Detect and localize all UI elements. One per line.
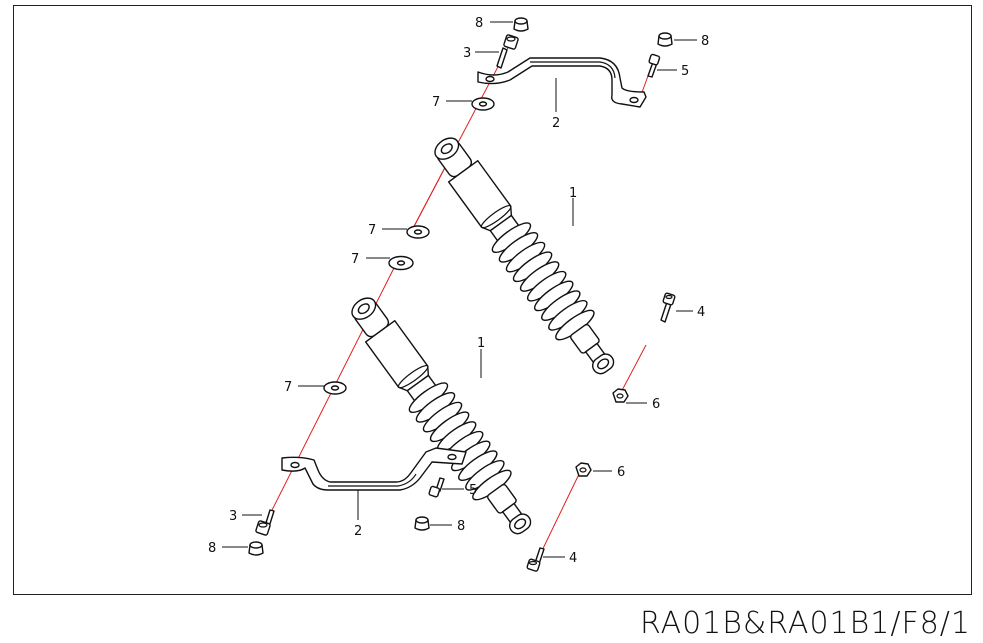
bolt-3-lower [255, 509, 275, 536]
nut-6-upper [612, 388, 629, 403]
callout-nut6-upper: 6 [652, 397, 660, 412]
callout-bolt3-lower: 3 [229, 509, 237, 524]
callout-cap8-top: 8 [475, 16, 483, 31]
bolt-4-upper [660, 292, 676, 323]
leader-lines [222, 21, 697, 558]
callout-bolt3-upper: 3 [463, 46, 471, 61]
washers-7 [323, 97, 495, 395]
callout-bolt4-upper: 4 [697, 305, 705, 320]
bolt-4-lower [526, 547, 545, 572]
callout-washer7-b: 7 [368, 223, 376, 238]
bolt-3-upper [496, 34, 519, 69]
bracket-upper [477, 57, 647, 108]
callout-bracket-upper: 2 [552, 116, 560, 131]
nut-6-lower [575, 462, 592, 477]
callout-cap8-mid: 8 [457, 519, 465, 534]
callout-bolt5-lower: 5 [469, 483, 477, 498]
caps-8 [248, 17, 673, 556]
bolt-5-lower [428, 477, 445, 498]
callout-bracket-lower: 2 [354, 524, 362, 539]
callout-washer7-d: 7 [284, 380, 292, 395]
callout-cap8-bottom: 8 [208, 541, 216, 556]
callout-labels: 8 3 8 5 2 7 1 7 7 4 1 7 6 6 5 2 8 3 8 4 [208, 16, 709, 566]
drawing-frame [13, 5, 972, 595]
callout-washer7-a: 7 [432, 95, 440, 110]
bolt-5-upper [647, 53, 661, 78]
bracket-lower [281, 447, 467, 491]
callout-shock-lower: 1 [477, 336, 485, 351]
callout-shock-upper: 1 [569, 186, 577, 201]
shock-absorber-lower [351, 297, 532, 535]
callout-bolt5-upper: 5 [681, 64, 689, 79]
shock-absorber-upper [434, 137, 615, 375]
drawing-code: RA01B&RA01B1/F8/1 [639, 606, 971, 641]
callout-nut6-lower: 6 [617, 465, 625, 480]
callout-bolt4-lower: 4 [569, 551, 577, 566]
callout-cap8-topright: 8 [701, 34, 709, 49]
callout-washer7-c: 7 [351, 252, 359, 267]
